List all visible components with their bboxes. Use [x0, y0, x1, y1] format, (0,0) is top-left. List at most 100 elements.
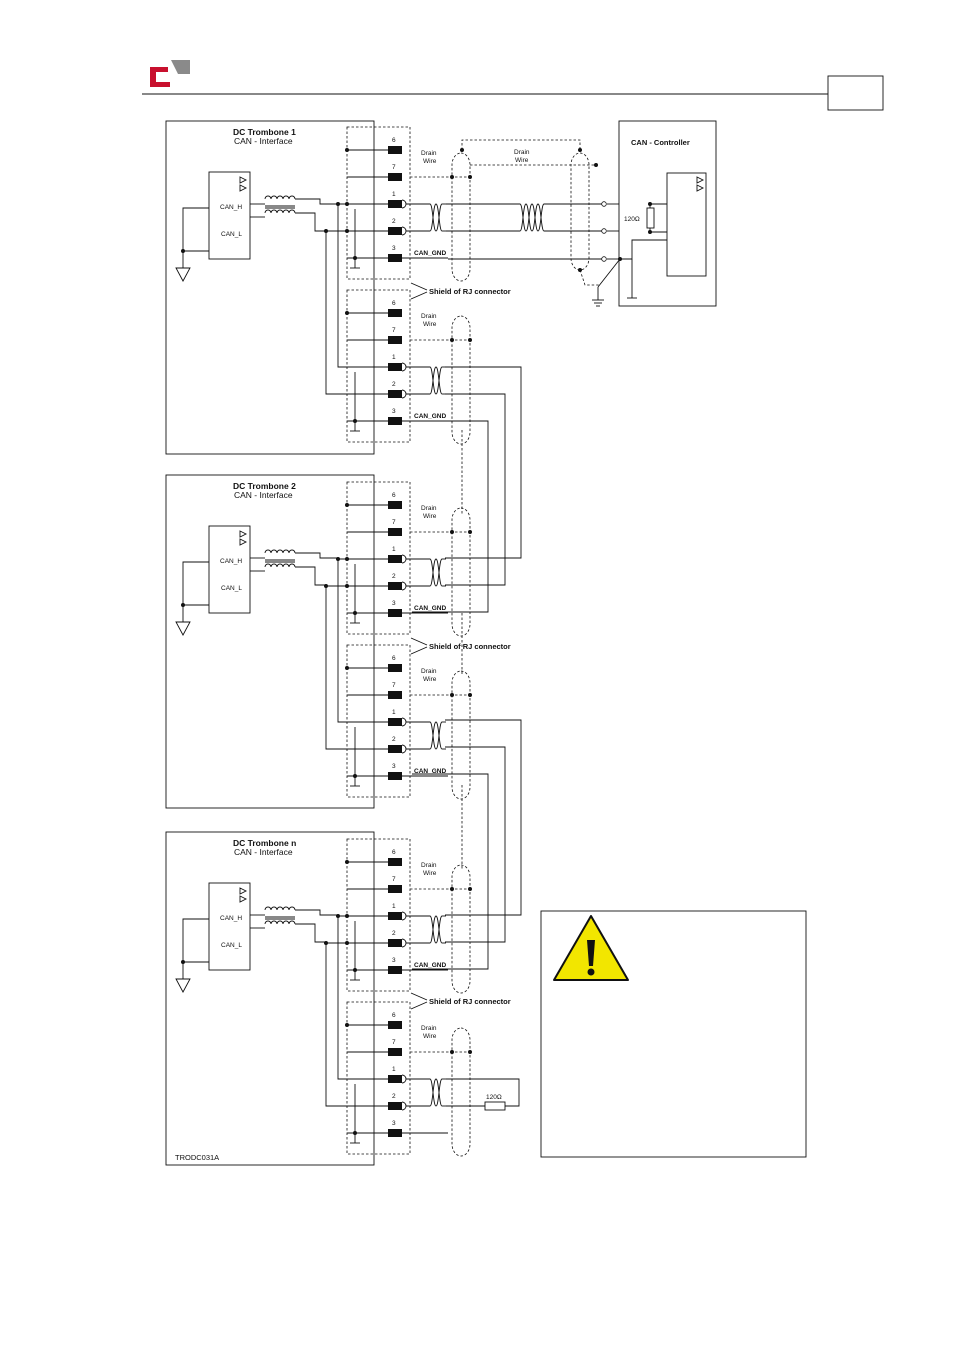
trombone-title: DC Trombone 2 [233, 481, 296, 491]
pin [388, 363, 402, 371]
drain-label: Wire [423, 1033, 437, 1040]
pin-number: 2 [392, 736, 396, 743]
pin [388, 336, 402, 344]
page-number-box [827, 75, 884, 111]
drain-label: Wire [423, 158, 437, 165]
pin [388, 582, 402, 590]
pin [388, 1075, 402, 1083]
pin-number: 2 [392, 381, 396, 388]
drain-label: Wire [423, 676, 437, 683]
pin-number: 7 [392, 164, 396, 171]
drain-label: Drain [421, 668, 437, 675]
drain-label: Drain [421, 150, 437, 157]
pin-number: 6 [392, 655, 396, 662]
pin [388, 173, 402, 181]
trombone-title: DC Trombone 1 [233, 127, 296, 137]
can-l-label: CAN_L [221, 231, 242, 238]
controller-resistor-label: 120Ω [624, 216, 640, 223]
can-h-label: CAN_H [220, 558, 242, 565]
pin-number: 3 [392, 763, 396, 770]
pin-number: 1 [392, 354, 396, 361]
can-h-label: CAN_H [220, 915, 242, 922]
resistor-label: 120Ω [486, 1094, 502, 1101]
pin [388, 745, 402, 753]
shield-annotation: Shield of RJ connector [410, 637, 511, 655]
warning-triangle-icon [553, 915, 629, 981]
pin [388, 1129, 402, 1137]
drain-label: Drain [421, 505, 437, 512]
can-h-label: CAN_H [220, 204, 242, 211]
can-gnd-label: CAN_GND [414, 962, 446, 969]
pin [388, 1021, 402, 1029]
can-l-label: CAN_L [221, 942, 242, 949]
drain-label: Drain [421, 1025, 437, 1032]
pin-number: 3 [392, 245, 396, 252]
pin [388, 528, 402, 536]
pin-number: 1 [392, 903, 396, 910]
pin-number: 6 [392, 300, 396, 307]
pin [388, 501, 402, 509]
pin [388, 691, 402, 699]
pin [388, 1102, 402, 1110]
pin-number: 1 [392, 1066, 396, 1073]
warning-panel [540, 910, 807, 1158]
trombone-subtitle: CAN - Interface [234, 136, 293, 146]
company-logo-icon [150, 60, 190, 87]
pin-number: 3 [392, 408, 396, 415]
pin [388, 939, 402, 947]
termination-resistor: 120Ω [446, 1078, 520, 1111]
pin [388, 227, 402, 235]
can-l-label: CAN_L [221, 585, 242, 592]
pin-number: 7 [392, 327, 396, 334]
shield-annotation: Shield of RJ connector [410, 992, 511, 1010]
controller-title: CAN - Controller [631, 138, 690, 147]
trombone-subtitle: CAN - Interface [234, 847, 293, 857]
pin-number: 3 [392, 1120, 396, 1127]
pin-number: 2 [392, 1093, 396, 1100]
can-gnd-label: CAN_GND [414, 413, 446, 420]
shield-label: Shield of RJ connector [429, 287, 511, 296]
pin [388, 309, 402, 317]
bus-loops [412, 366, 522, 970]
can-controller: CAN - Controller 120Ω [597, 120, 717, 307]
pin-number: 6 [392, 492, 396, 499]
shield-annotation: Shield of RJ connector [410, 282, 511, 300]
pin [388, 772, 402, 780]
pin-number: 2 [392, 930, 396, 937]
drain-label: Wire [423, 513, 437, 520]
pin [388, 555, 402, 563]
pin-number: 1 [392, 546, 396, 553]
pin [388, 858, 402, 866]
drain-label: Wire [423, 870, 437, 877]
pin-number: 6 [392, 137, 396, 144]
trombone-subtitle: CAN - Interface [234, 490, 293, 500]
pin-number: 6 [392, 849, 396, 856]
pin [388, 390, 402, 398]
pin [388, 417, 402, 425]
shield-label: Shield of RJ connector [429, 642, 511, 651]
drain-label: Wire [515, 157, 529, 164]
pin [388, 254, 402, 262]
pin-number: 1 [392, 709, 396, 716]
drain-label: Drain [421, 313, 437, 320]
drain-label: Wire [423, 321, 437, 328]
can-gnd-label: CAN_GND [414, 250, 446, 257]
pin-number: 7 [392, 876, 396, 883]
pin [388, 966, 402, 974]
drain-label: Drain [421, 862, 437, 869]
pin [388, 1048, 402, 1056]
pin-number: 3 [392, 957, 396, 964]
figure-code: TRODC031A [175, 1153, 219, 1162]
pin [388, 664, 402, 672]
pin-number: 7 [392, 519, 396, 526]
